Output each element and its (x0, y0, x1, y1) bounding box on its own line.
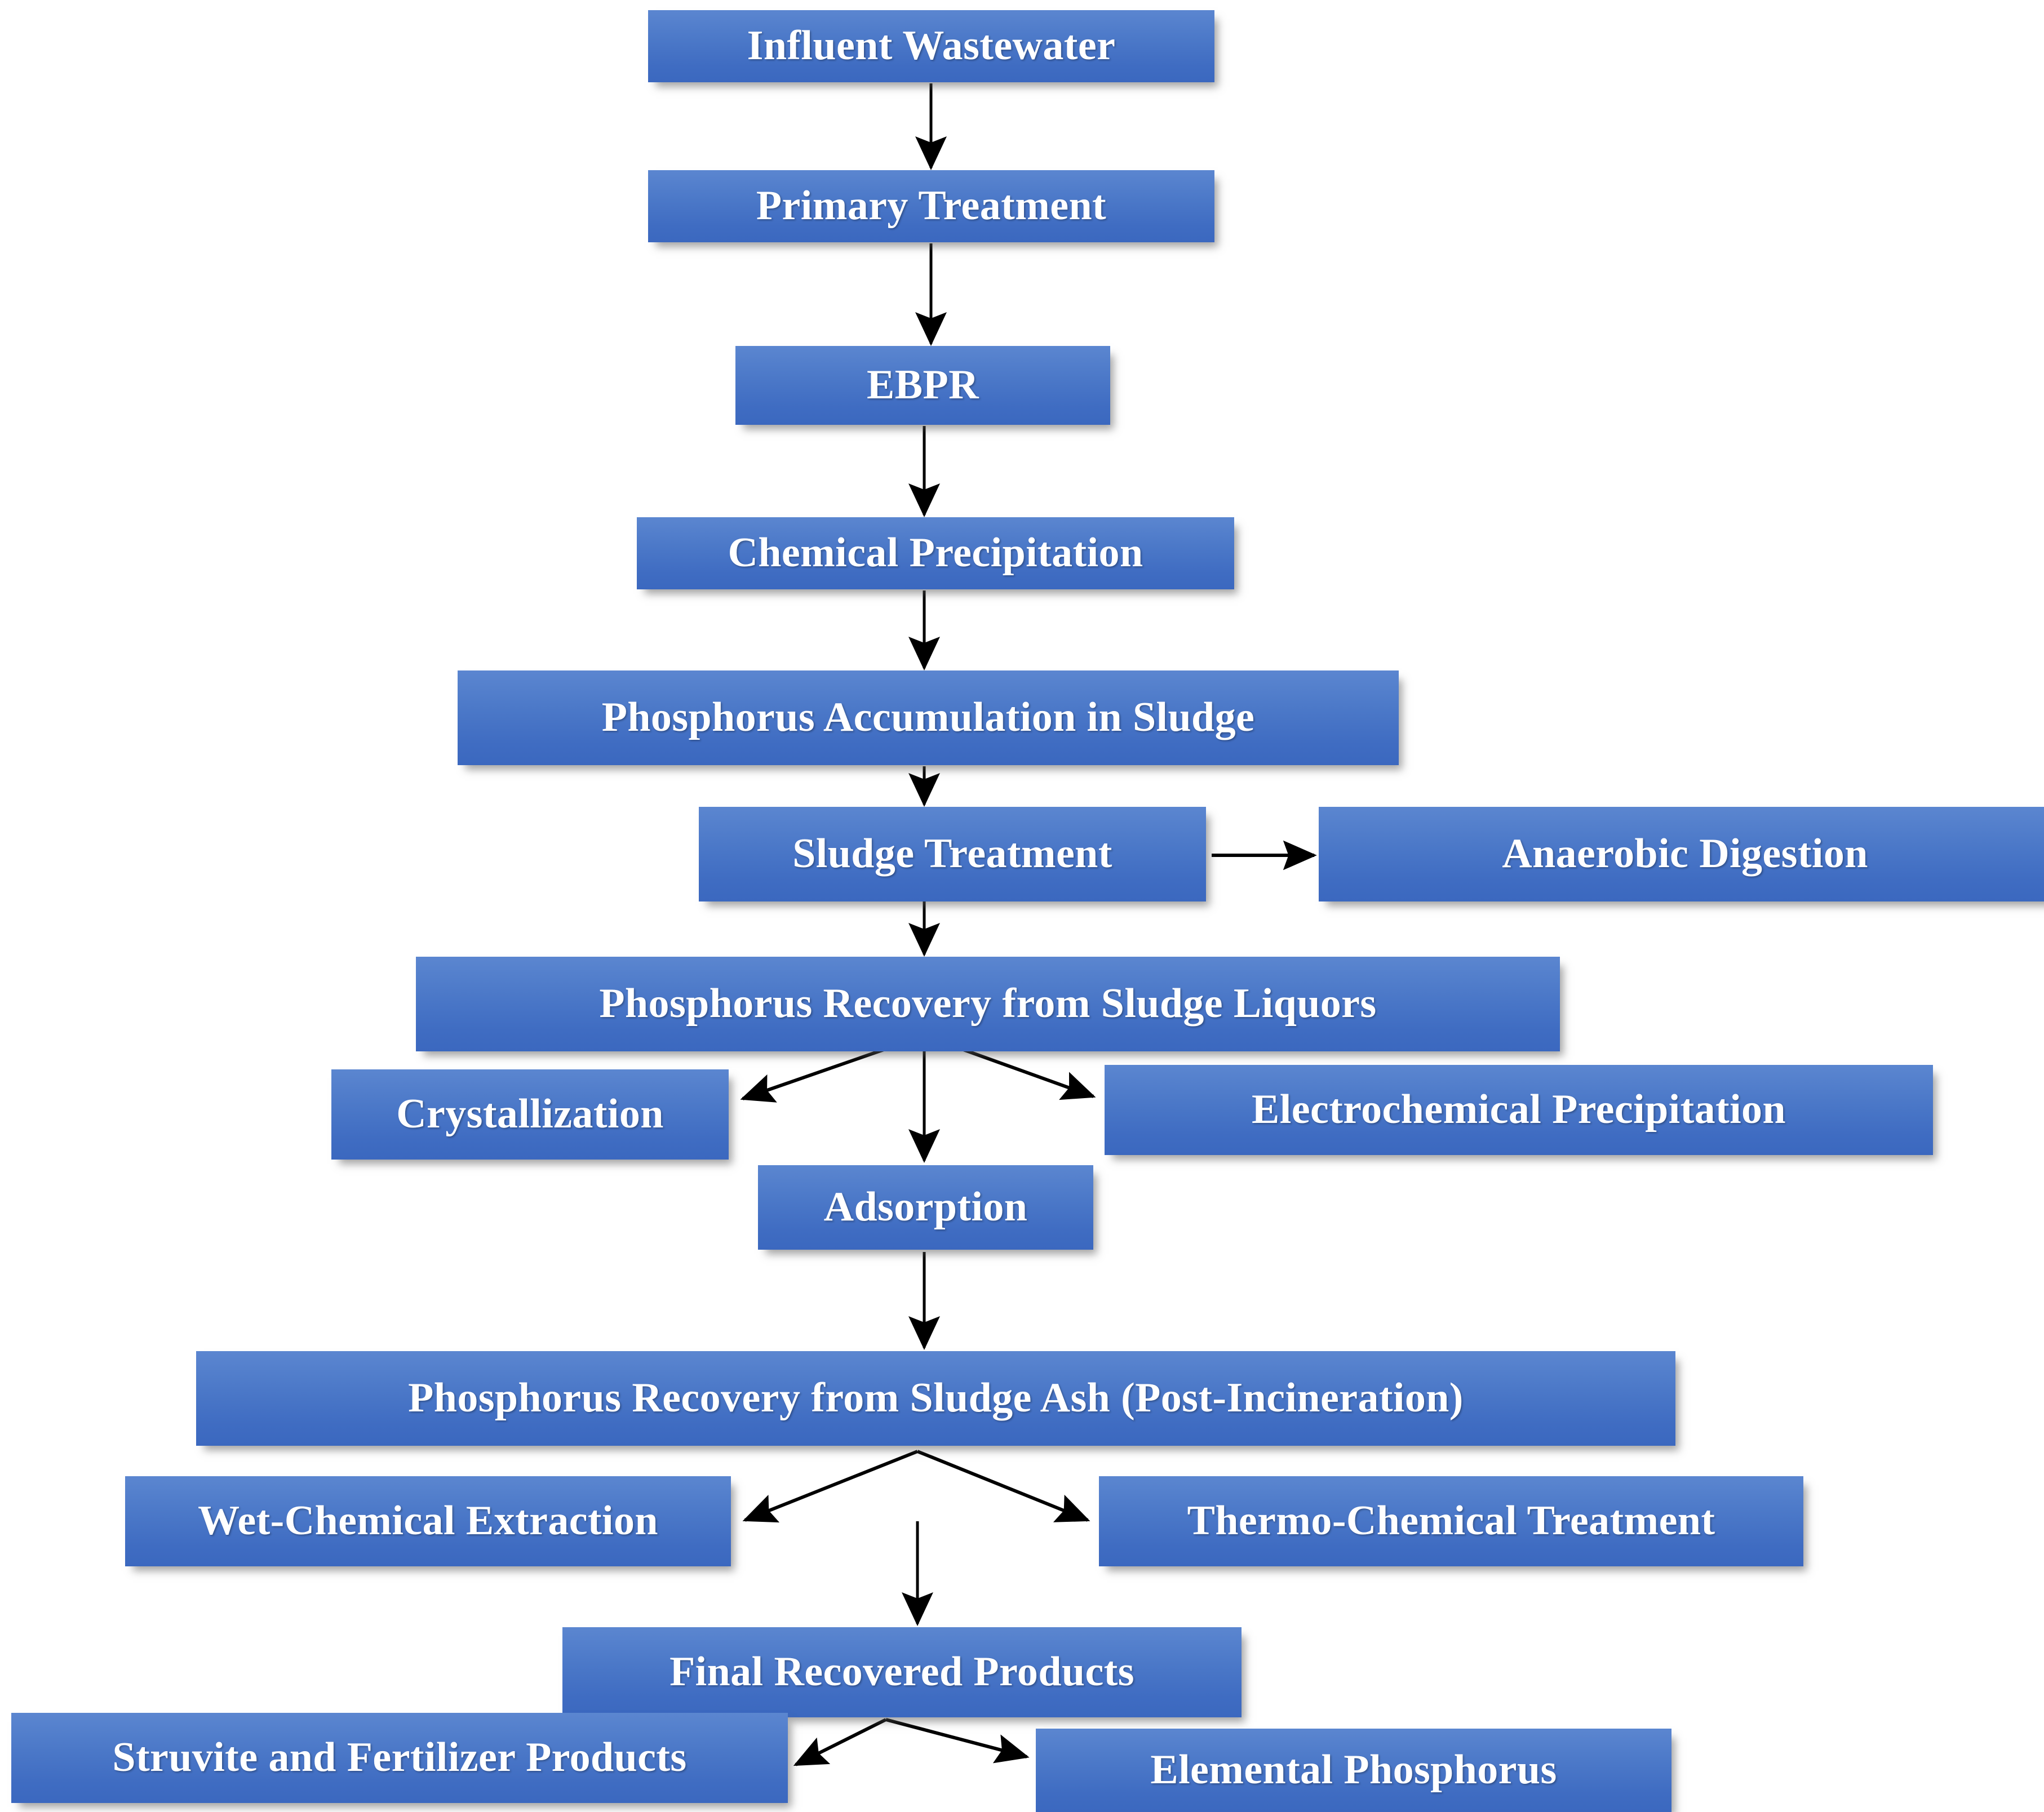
node-final-recovered-products[interactable]: Final Recovered Products (562, 1627, 1242, 1717)
node-label-final-recovered-products: Final Recovered Products (669, 1649, 1134, 1695)
node-thermo-chemical-treatment[interactable]: Thermo-Chemical Treatment (1099, 1476, 1803, 1566)
node-label-crystallization: Crystallization (396, 1091, 664, 1138)
node-struvite-fertilizer[interactable]: Struvite and Fertilizer Products (11, 1713, 788, 1803)
node-electrochemical-precip[interactable]: Electrochemical Precipitation (1105, 1065, 1933, 1155)
node-label-sludge-treatment: Sludge Treatment (792, 830, 1112, 877)
node-label-primary-treatment: Primary Treatment (756, 183, 1107, 229)
node-anaerobic-digestion[interactable]: Anaerobic Digestion (1319, 807, 2044, 901)
node-elemental-phosphorus[interactable]: Elemental Phosphorus (1036, 1729, 1671, 1812)
node-p-recovery-sludge-ash[interactable]: Phosphorus Recovery from Sludge Ash (Pos… (196, 1351, 1675, 1446)
node-label-adsorption: Adsorption (823, 1184, 1028, 1231)
node-phosphorus-accumulation[interactable]: Phosphorus Accumulation in Sludge (458, 670, 1399, 765)
edge-e-ash-wetchemical (742, 1450, 919, 1523)
node-label-influent-wastewater: Influent Wastewater (747, 23, 1116, 69)
node-adsorption[interactable]: Adsorption (758, 1165, 1093, 1250)
node-label-anaerobic-digestion: Anaerobic Digestion (1502, 830, 1868, 877)
node-label-wet-chemical-extraction: Wet-Chemical Extraction (198, 1498, 658, 1544)
node-sludge-treatment[interactable]: Sludge Treatment (699, 807, 1206, 901)
node-p-recovery-sludge-liquors[interactable]: Phosphorus Recovery from Sludge Liquors (416, 957, 1560, 1051)
edge-e-final-struvite (793, 1718, 887, 1766)
node-label-thermo-chemical-treatment: Thermo-Chemical Treatment (1187, 1498, 1715, 1544)
edge-e-ash-thermochemical (916, 1450, 1090, 1522)
node-primary-treatment[interactable]: Primary Treatment (648, 170, 1214, 242)
node-ebpr[interactable]: EBPR (735, 346, 1110, 425)
edge-e-final-elemental (885, 1718, 1030, 1764)
node-chemical-precipitation[interactable]: Chemical Precipitation (637, 517, 1234, 589)
node-label-chemical-precipitation: Chemical Precipitation (728, 530, 1143, 576)
node-label-p-recovery-sludge-liquors: Phosphorus Recovery from Sludge Liquors (599, 980, 1377, 1027)
node-label-elemental-phosphorus: Elemental Phosphorus (1150, 1747, 1557, 1793)
node-crystallization[interactable]: Crystallization (331, 1069, 729, 1160)
node-label-electrochemical-precip: Electrochemical Precipitation (1252, 1086, 1786, 1133)
node-wet-chemical-extraction[interactable]: Wet-Chemical Extraction (125, 1476, 731, 1566)
node-label-phosphorus-accumulation: Phosphorus Accumulation in Sludge (601, 694, 1255, 741)
node-label-p-recovery-sludge-ash: Phosphorus Recovery from Sludge Ash (Pos… (408, 1375, 1464, 1422)
node-label-struvite-fertilizer: Struvite and Fertilizer Products (112, 1734, 687, 1781)
node-influent-wastewater[interactable]: Influent Wastewater (648, 10, 1214, 82)
node-label-ebpr: EBPR (867, 362, 979, 408)
